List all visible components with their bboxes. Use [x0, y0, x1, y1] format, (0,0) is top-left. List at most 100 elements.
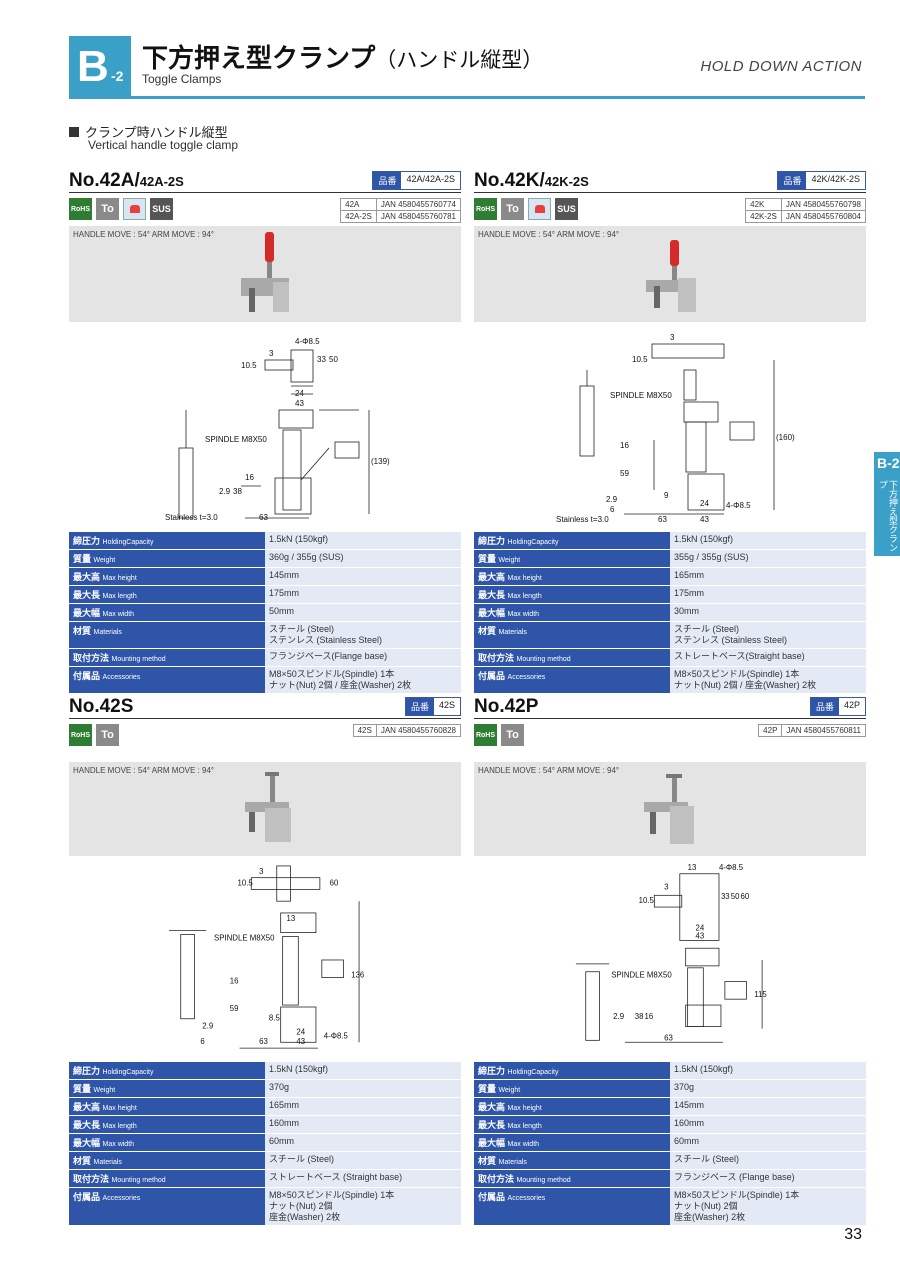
svg-text:4-Φ8.5: 4-Φ8.5 — [324, 1031, 349, 1040]
feature-icons: RoHS To — [69, 724, 119, 746]
side-index-tab[interactable]: B-2 下方押え型クランプ — [874, 452, 900, 556]
svg-text:SPINDLE M8X50: SPINDLE M8X50 — [610, 391, 672, 400]
product-title: No.42P — [474, 696, 539, 717]
svg-text:50: 50 — [329, 355, 338, 364]
svg-text:59: 59 — [620, 469, 629, 478]
svg-text:60: 60 — [330, 879, 339, 888]
svg-text:24: 24 — [296, 1027, 305, 1036]
product-title: No.42S — [69, 696, 134, 717]
svg-text:3: 3 — [664, 882, 669, 891]
section-subheading: Vertical handle toggle clamp — [88, 138, 239, 152]
motion-caption: HANDLE MOVE : 54° ARM MOVE : 94° — [478, 230, 620, 239]
svg-text:16: 16 — [230, 976, 239, 985]
svg-text:8.5: 8.5 — [269, 1014, 281, 1023]
technical-drawing: 13 4-Φ8.5 10.5 3 33 50 60 24 43 SPINDLE … — [575, 863, 767, 1043]
product-title: No.42A/42A-2S — [69, 170, 184, 191]
safety-icon — [123, 198, 146, 220]
section-tab: B -2 — [69, 36, 131, 98]
svg-text:13: 13 — [287, 914, 296, 923]
svg-text:2.9: 2.9 — [202, 1022, 213, 1031]
svg-text:16: 16 — [620, 441, 629, 450]
svg-text:13: 13 — [688, 863, 697, 872]
svg-text:43: 43 — [295, 399, 304, 408]
svg-text:10.5: 10.5 — [238, 879, 254, 888]
page-subtitle: Toggle Clamps — [142, 72, 222, 86]
svg-text:4-Φ8.5: 4-Φ8.5 — [719, 863, 744, 872]
svg-text:33: 33 — [317, 355, 326, 364]
rohs-icon: RoHS — [474, 724, 497, 746]
to-icon: To — [501, 724, 524, 746]
svg-text:2.9: 2.9 — [219, 487, 231, 496]
sus-icon: SUS — [150, 198, 173, 220]
svg-text:63: 63 — [259, 513, 268, 522]
svg-text:SPINDLE M8X50: SPINDLE M8X50 — [611, 971, 672, 980]
category-label: HOLD DOWN ACTION — [700, 58, 862, 75]
svg-text:16: 16 — [645, 1012, 654, 1021]
technical-drawing: 3 10.5 60 13 SPINDLE M8X50 136 16 59 2.9… — [168, 865, 365, 1049]
section-tab-sub: -2 — [111, 68, 124, 84]
feature-icons: RoHS To — [474, 724, 524, 746]
svg-text:3: 3 — [259, 867, 264, 876]
svg-text:115: 115 — [754, 990, 767, 999]
motion-caption: HANDLE MOVE : 54° ARM MOVE : 94° — [478, 766, 620, 775]
page-number: 33 — [844, 1226, 862, 1243]
svg-text:SPINDLE M8X50: SPINDLE M8X50 — [214, 933, 275, 942]
section-tab-code: B — [77, 42, 109, 91]
svg-text:24: 24 — [695, 924, 704, 933]
clamp-photo-illustration — [644, 774, 694, 844]
svg-text:2.9: 2.9 — [613, 1012, 624, 1021]
product-divider — [69, 718, 461, 719]
svg-text:4-Φ8.5: 4-Φ8.5 — [295, 337, 320, 346]
header-divider — [69, 96, 865, 99]
svg-text:43: 43 — [695, 931, 704, 940]
clamp-photo-illustration — [241, 232, 289, 312]
feature-icons: RoHS To SUS — [474, 198, 578, 220]
product-divider — [474, 718, 866, 719]
svg-text:38: 38 — [635, 1012, 644, 1021]
product-photo: HANDLE MOVE : 54° ARM MOVE : 94° — [69, 226, 461, 322]
to-icon: To — [96, 724, 119, 746]
svg-text:24: 24 — [295, 389, 304, 398]
technical-drawing: 10.5 3 SPINDLE M8X50 (160) 16 59 2.9 6 S… — [556, 333, 795, 524]
svg-text:4-Φ8.5: 4-Φ8.5 — [726, 501, 751, 510]
product-photo: HANDLE MOVE : 54° ARM MOVE : 94° — [474, 762, 866, 856]
product-title: No.42K/42K-2S — [474, 170, 589, 191]
svg-text:38: 38 — [233, 487, 242, 496]
svg-text:10.5: 10.5 — [632, 355, 648, 364]
rohs-icon: RoHS — [69, 198, 92, 220]
